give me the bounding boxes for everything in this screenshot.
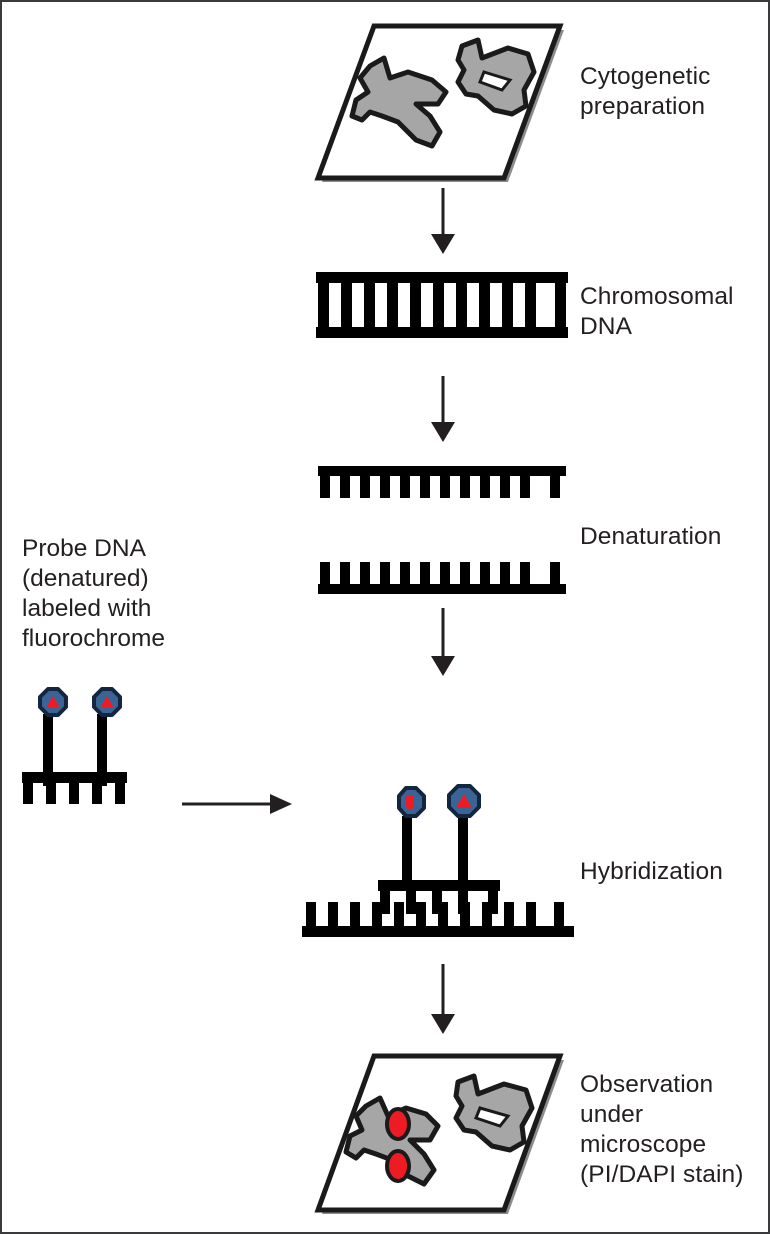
fluorochrome-marker-right <box>92 687 122 717</box>
label-chromosomal-dna: Chromosomal DNA <box>580 283 734 340</box>
dna-top-rail <box>316 272 568 283</box>
chromatid-gap <box>474 1106 511 1128</box>
bound-probe-teeth <box>380 888 498 914</box>
arrow-prep-to-dna <box>420 188 466 256</box>
down-arrow-icon <box>431 608 455 676</box>
bound-probe-rail <box>378 880 500 891</box>
probe-rail <box>22 772 127 783</box>
arrow-hybridization-to-observation <box>420 964 466 1036</box>
step-denaturation-top-strand <box>318 466 566 500</box>
step-chromosomal-dna <box>316 272 568 340</box>
strand-teeth <box>320 562 560 586</box>
slide-with-red-signals-graphic <box>314 1053 564 1214</box>
down-arrow-icon <box>431 964 455 1034</box>
step-denaturation-bottom-strand <box>318 560 566 594</box>
probe-teeth <box>23 780 125 804</box>
probe-stalk-left <box>43 714 53 786</box>
double-stranded-dna-ladder-graphic <box>316 272 568 338</box>
bound-fluorochrome-marker-right <box>447 784 481 818</box>
bound-probe-stalk-right <box>458 816 468 886</box>
bound-fluorochrome-marker-left <box>397 786 426 818</box>
label-denaturation: Denaturation <box>580 523 722 550</box>
hybridization-graphic <box>302 784 574 937</box>
chromosome-left <box>349 55 449 149</box>
target-strand-rail <box>302 926 574 937</box>
dna-rungs <box>318 278 566 332</box>
single-strand-top-graphic <box>318 466 566 498</box>
step-hybridization <box>302 784 582 944</box>
single-strand-bottom-graphic <box>318 562 566 594</box>
arrow-probe-to-hybridization <box>182 784 294 824</box>
chromosome-left-stained <box>343 1095 441 1187</box>
strand-teeth <box>320 474 560 498</box>
label-cytogenetic-preparation: Cytogenetic preparation <box>580 63 711 120</box>
target-strand-teeth <box>306 902 564 928</box>
strand-rail <box>318 584 566 594</box>
right-arrow-icon <box>182 794 292 814</box>
label-probe-dna: Probe DNA (denatured) labeled with fluor… <box>22 535 165 652</box>
down-arrow-icon <box>431 376 455 442</box>
fish-signal-lower <box>385 1149 411 1183</box>
probe-dna-graphic <box>22 687 127 804</box>
fish-signal-upper <box>385 1107 411 1141</box>
label-hybridization: Hybridization <box>580 858 723 885</box>
down-arrow-icon <box>431 188 455 254</box>
arrow-dna-to-denaturation <box>420 376 466 444</box>
strand-rail <box>318 466 566 476</box>
probe-dna-graphic-group <box>20 686 150 816</box>
dna-bottom-rail <box>316 327 568 338</box>
slide-with-chromosomes-graphic <box>314 23 564 182</box>
bound-probe-stalk-left <box>402 816 412 886</box>
step-cytogenetic-preparation <box>312 20 564 185</box>
label-observation: Observation under microscope (PI/DAPI st… <box>580 1071 744 1188</box>
arrow-denaturation-to-hybridization <box>420 608 466 678</box>
chromatid-gap <box>478 70 513 92</box>
step-observation <box>312 1050 564 1220</box>
fluorochrome-marker-left <box>38 687 68 717</box>
probe-stalk-right <box>97 714 107 786</box>
